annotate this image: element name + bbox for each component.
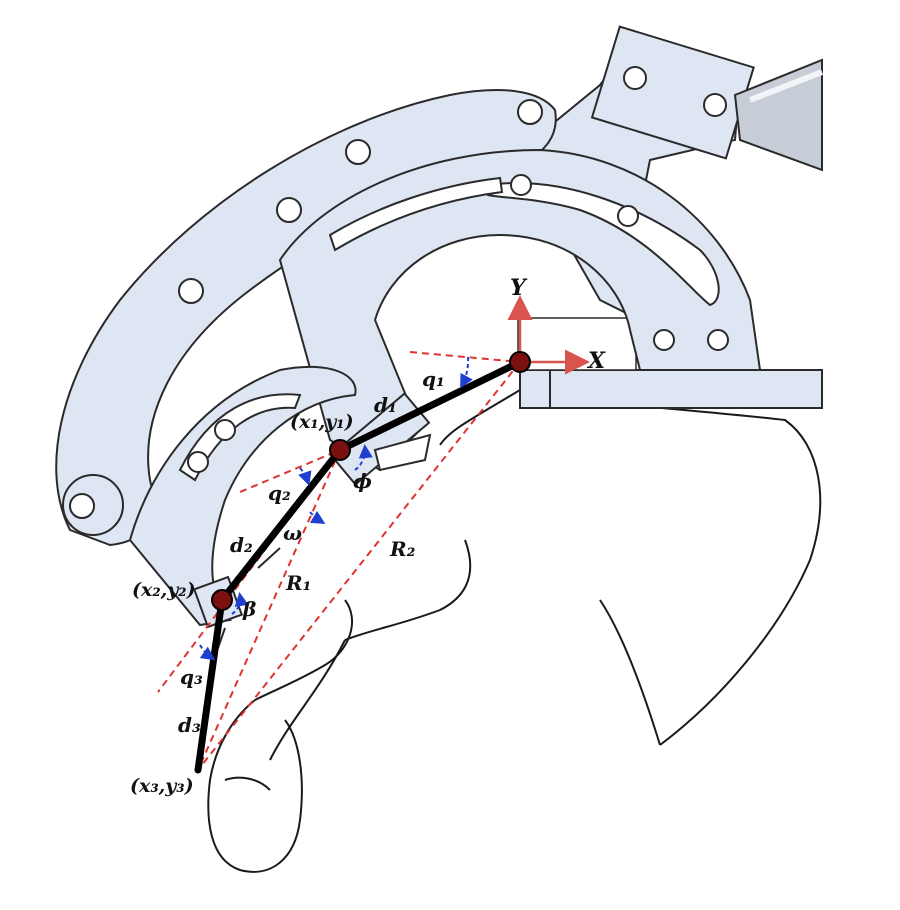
joint-1 xyxy=(329,439,351,461)
inner-curved-plate xyxy=(128,365,357,627)
omega-label: ω xyxy=(283,521,302,545)
beta-label: β xyxy=(242,597,256,621)
d2-label: d₂ xyxy=(230,533,253,557)
x-axis-label: X xyxy=(586,348,606,374)
curved-linkage xyxy=(55,89,557,547)
q2-label: q₂ xyxy=(268,481,291,505)
pin-hole xyxy=(653,329,675,351)
d1-label: d₁ xyxy=(374,393,397,417)
q1-label: q₁ xyxy=(422,367,445,391)
q2-arc xyxy=(298,467,312,486)
phi-label: ϕ xyxy=(353,469,372,493)
pin-hole xyxy=(187,451,209,473)
finger-links xyxy=(194,358,524,774)
phi-arc xyxy=(354,444,373,471)
kinematic-chain xyxy=(194,351,531,774)
joint2-label: (x₂,y₂) xyxy=(132,579,196,601)
actuator-rod xyxy=(733,58,824,172)
r1-label: R₁ xyxy=(285,571,311,595)
hand-outline xyxy=(207,389,822,873)
pin-hole xyxy=(345,139,371,165)
joint-2 xyxy=(211,589,233,611)
pin-hole xyxy=(69,493,95,519)
diagram-labels: q₁ d₁ (x₁,y₁) q₂ ϕ ω d₂ R₁ R₂ (x₂,y₂) β … xyxy=(130,367,445,797)
joint3-label: (x₃,y₃) xyxy=(130,775,194,797)
omega-arc xyxy=(309,510,326,525)
angle-arcs xyxy=(199,356,473,661)
base-joint xyxy=(509,351,531,373)
pin-hole xyxy=(214,419,236,441)
pin-hole xyxy=(276,197,302,223)
q1-arc xyxy=(460,356,473,389)
joint1-label: (x₁,y₁) xyxy=(290,411,354,433)
pin-hole xyxy=(517,99,543,125)
d3-label: d₃ xyxy=(178,713,201,737)
beta-arc xyxy=(231,592,249,615)
pin-hole xyxy=(510,174,532,196)
r2-label: R₂ xyxy=(389,537,416,561)
pin-hole xyxy=(703,93,727,117)
pin-hole xyxy=(178,278,204,304)
arc-guide-plate xyxy=(278,148,762,472)
pin-hole xyxy=(623,66,647,90)
pin-hole xyxy=(617,205,639,227)
q3-arc xyxy=(199,644,216,661)
pin-hole xyxy=(707,329,729,351)
q3-label: q₃ xyxy=(180,665,203,689)
y-axis-label: Y xyxy=(510,275,528,301)
